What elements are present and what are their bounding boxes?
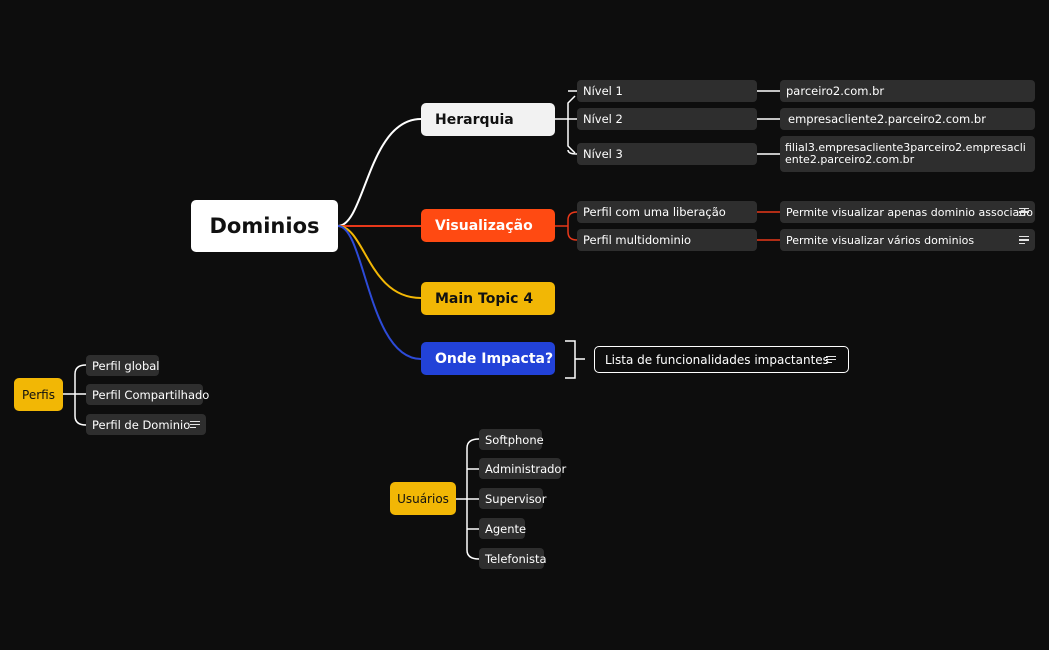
subtopic-administrador[interactable]: Administrador xyxy=(479,458,566,479)
subtopic-telefonista-label: Telefonista xyxy=(485,551,547,566)
topic-visualizacao[interactable]: Visualização xyxy=(421,209,555,242)
note-icon[interactable] xyxy=(190,420,200,429)
floating-topic-usuarios-label: Usuários xyxy=(397,491,449,506)
subtopic-perfil-multidominio[interactable]: Perfil multidominio xyxy=(577,229,757,251)
detail-perfil-liberacao-label: Permite visualizar apenas dominio associ… xyxy=(786,205,1034,219)
connector-herarquia xyxy=(337,118,422,227)
connector-impacta xyxy=(337,225,422,360)
detail-perfil-multidominio-label: Permite visualizar vários dominios xyxy=(786,233,975,247)
subtopic-perfil-de-dominio-label: Perfil de Dominio xyxy=(92,417,191,432)
topic-herarquia-label: Herarquia xyxy=(435,111,514,128)
subtopic-nivel-1[interactable]: Nível 1 xyxy=(577,80,757,102)
topic-visualizacao-label: Visualização xyxy=(435,217,533,234)
topic-onde-impacta-label: Onde Impacta? xyxy=(435,350,554,367)
topic-herarquia[interactable]: Herarquia xyxy=(421,103,555,136)
subtopic-nivel-3-label: Nível 3 xyxy=(583,147,623,161)
subtopic-administrador-label: Administrador xyxy=(485,461,567,476)
subtopic-agente[interactable]: Agente xyxy=(479,518,527,539)
subtopic-perfil-multidominio-label: Perfil multidominio xyxy=(583,233,692,247)
subtopic-perfil-global-label: Perfil global xyxy=(92,358,160,373)
detail-nivel-3-label: filial3.empresacliente3parceiro2.empresa… xyxy=(785,141,1026,166)
subtopic-supervisor-label: Supervisor xyxy=(485,491,547,506)
topic-main-4-label: Main Topic 4 xyxy=(435,290,534,307)
floating-topic-usuarios[interactable]: Usuários xyxy=(390,482,456,515)
connector-main4 xyxy=(337,225,422,299)
subtopic-perfil-compartilhado-label: Perfil Compartilhado xyxy=(92,387,210,402)
summary-lista-funcionalidades[interactable]: Lista de funcionalidades impactantes xyxy=(594,346,849,373)
subtopic-softphone-label: Softphone xyxy=(485,432,544,447)
root-topic-label: Dominios xyxy=(209,214,320,238)
detail-nivel-1[interactable]: parceiro2.com.br xyxy=(780,80,1035,102)
floating-topic-perfis-label: Perfis xyxy=(22,387,55,402)
summary-lista-funcionalidades-label: Lista de funcionalidades impactantes xyxy=(605,352,829,367)
detail-nivel-2-label: empresacliente2.parceiro2.com.br xyxy=(788,112,986,126)
note-icon[interactable] xyxy=(1019,208,1029,216)
subtopic-supervisor[interactable]: Supervisor xyxy=(479,488,547,509)
floating-topic-perfis[interactable]: Perfis xyxy=(14,378,63,411)
detail-nivel-2[interactable]: empresacliente2.parceiro2.com.br xyxy=(780,108,1035,130)
subtopic-nivel-1-label: Nível 1 xyxy=(583,84,623,98)
subtopic-nivel-2-label: Nível 2 xyxy=(583,112,623,126)
subtopic-perfil-liberacao[interactable]: Perfil com uma liberação xyxy=(577,201,757,223)
subtopic-agente-label: Agente xyxy=(485,521,527,536)
topic-onde-impacta[interactable]: Onde Impacta? xyxy=(421,342,555,375)
subtopic-perfil-de-dominio[interactable]: Perfil de Dominio xyxy=(86,414,206,435)
topic-main-4[interactable]: Main Topic 4 xyxy=(421,282,555,315)
detail-perfil-liberacao[interactable]: Permite visualizar apenas dominio associ… xyxy=(780,201,1035,223)
subtopic-perfil-liberacao-label: Perfil com uma liberação xyxy=(583,205,726,219)
subtopic-perfil-global[interactable]: Perfil global xyxy=(86,355,160,376)
detail-nivel-1-label: parceiro2.com.br xyxy=(786,84,885,98)
note-icon[interactable] xyxy=(1019,236,1029,244)
subtopic-nivel-3[interactable]: Nível 3 xyxy=(577,143,757,165)
detail-nivel-3[interactable]: filial3.empresacliente3parceiro2.empresa… xyxy=(780,136,1035,172)
subtopic-telefonista[interactable]: Telefonista xyxy=(479,548,547,569)
subtopic-nivel-2[interactable]: Nível 2 xyxy=(577,108,757,130)
detail-perfil-multidominio[interactable]: Permite visualizar vários dominios xyxy=(780,229,1035,251)
subtopic-perfil-compartilhado[interactable]: Perfil Compartilhado xyxy=(86,384,209,405)
root-topic[interactable]: Dominios xyxy=(191,200,338,252)
note-icon[interactable] xyxy=(826,355,836,364)
subtopic-softphone[interactable]: Softphone xyxy=(479,429,544,450)
